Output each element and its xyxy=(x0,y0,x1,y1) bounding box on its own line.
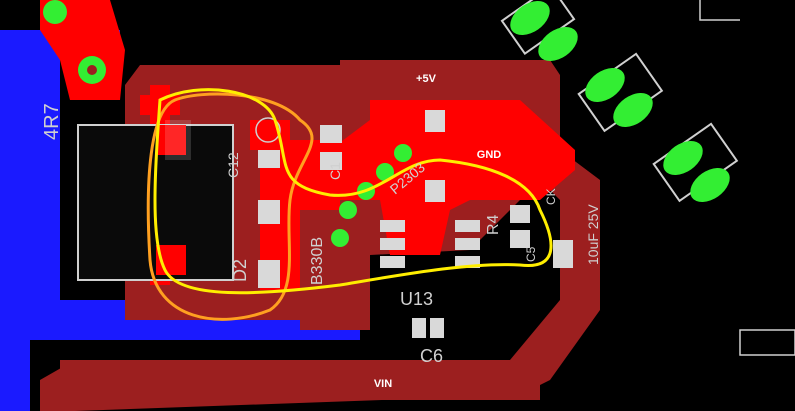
net-label-vin: VIN xyxy=(374,378,392,390)
u13-label: U13 xyxy=(400,289,433,309)
c12-label: C12 xyxy=(225,152,241,178)
board-outlines xyxy=(255,0,795,356)
cap-value-label: 10uF 25V xyxy=(585,204,601,265)
large-via[interactable] xyxy=(43,0,114,92)
ck-label: CK xyxy=(544,188,558,205)
b330b-label: B330B xyxy=(309,237,326,285)
r4-label: R4 xyxy=(485,214,502,235)
c5-label: C5 xyxy=(524,246,538,262)
d2-label: D2 xyxy=(230,259,250,282)
inductor-footprint[interactable] xyxy=(77,120,234,281)
highlight-loop-yellow xyxy=(153,88,553,295)
through-hole-connector[interactable] xyxy=(500,0,739,209)
net-label-5v: +5V xyxy=(416,73,437,85)
inductor-value-label: 4R7 xyxy=(41,103,63,140)
c6-label: C6 xyxy=(420,346,443,366)
c-small-label: C1 xyxy=(327,162,343,180)
smd-pads[interactable] xyxy=(258,110,573,338)
net-label-gnd: GND xyxy=(477,149,502,161)
highlight-loop-orange xyxy=(146,92,314,321)
